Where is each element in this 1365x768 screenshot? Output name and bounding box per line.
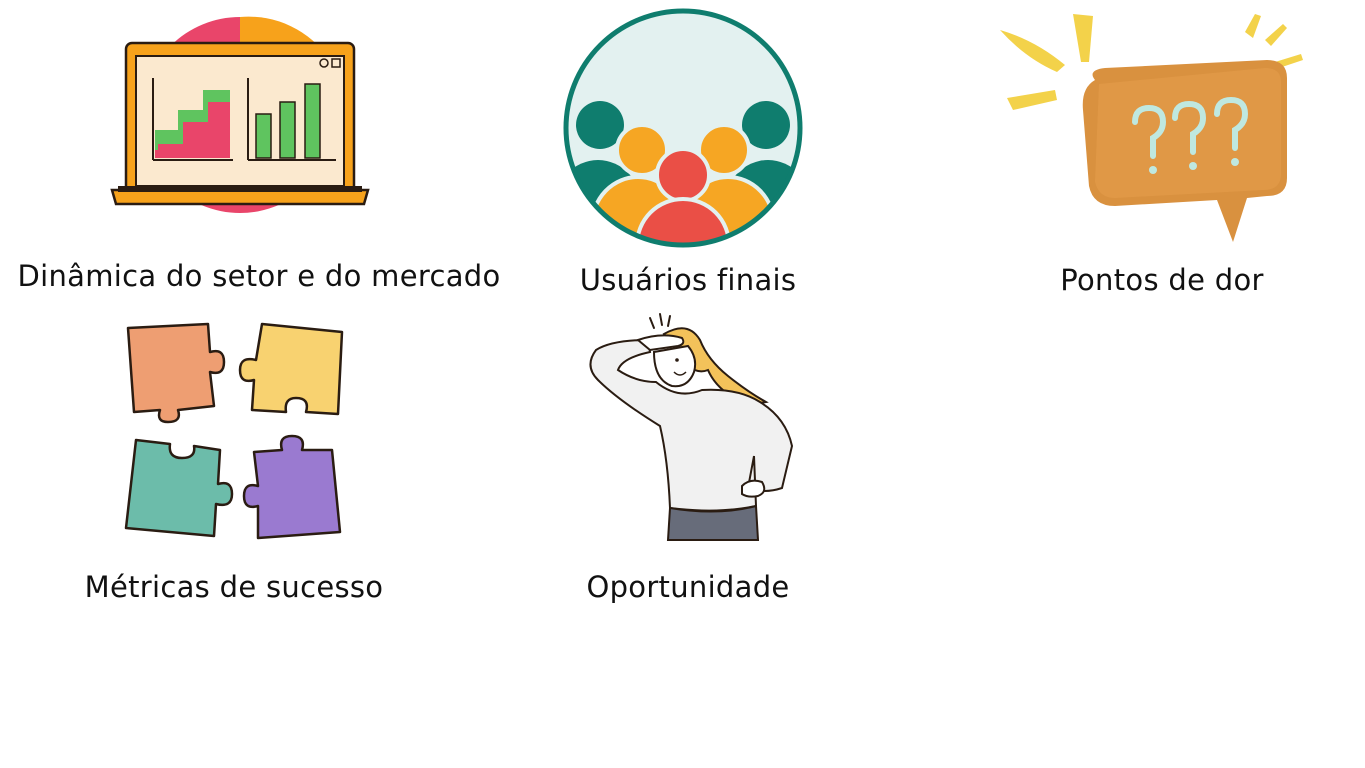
user-group-icon bbox=[563, 8, 803, 248]
topic-label: Oportunidade bbox=[586, 570, 790, 604]
woman-looking-ahead-icon bbox=[589, 313, 794, 541]
topic-label: Métricas de sucesso bbox=[84, 570, 384, 604]
question-bubble-icon bbox=[1000, 14, 1303, 242]
puzzle-pieces-icon bbox=[124, 322, 344, 540]
topic-label: Pontos de dor bbox=[1060, 263, 1264, 297]
topic-label: Usuários finais bbox=[579, 263, 797, 297]
laptop-chart-icon bbox=[110, 16, 370, 213]
topic-label: Dinâmica do setor e do mercado bbox=[17, 259, 501, 293]
